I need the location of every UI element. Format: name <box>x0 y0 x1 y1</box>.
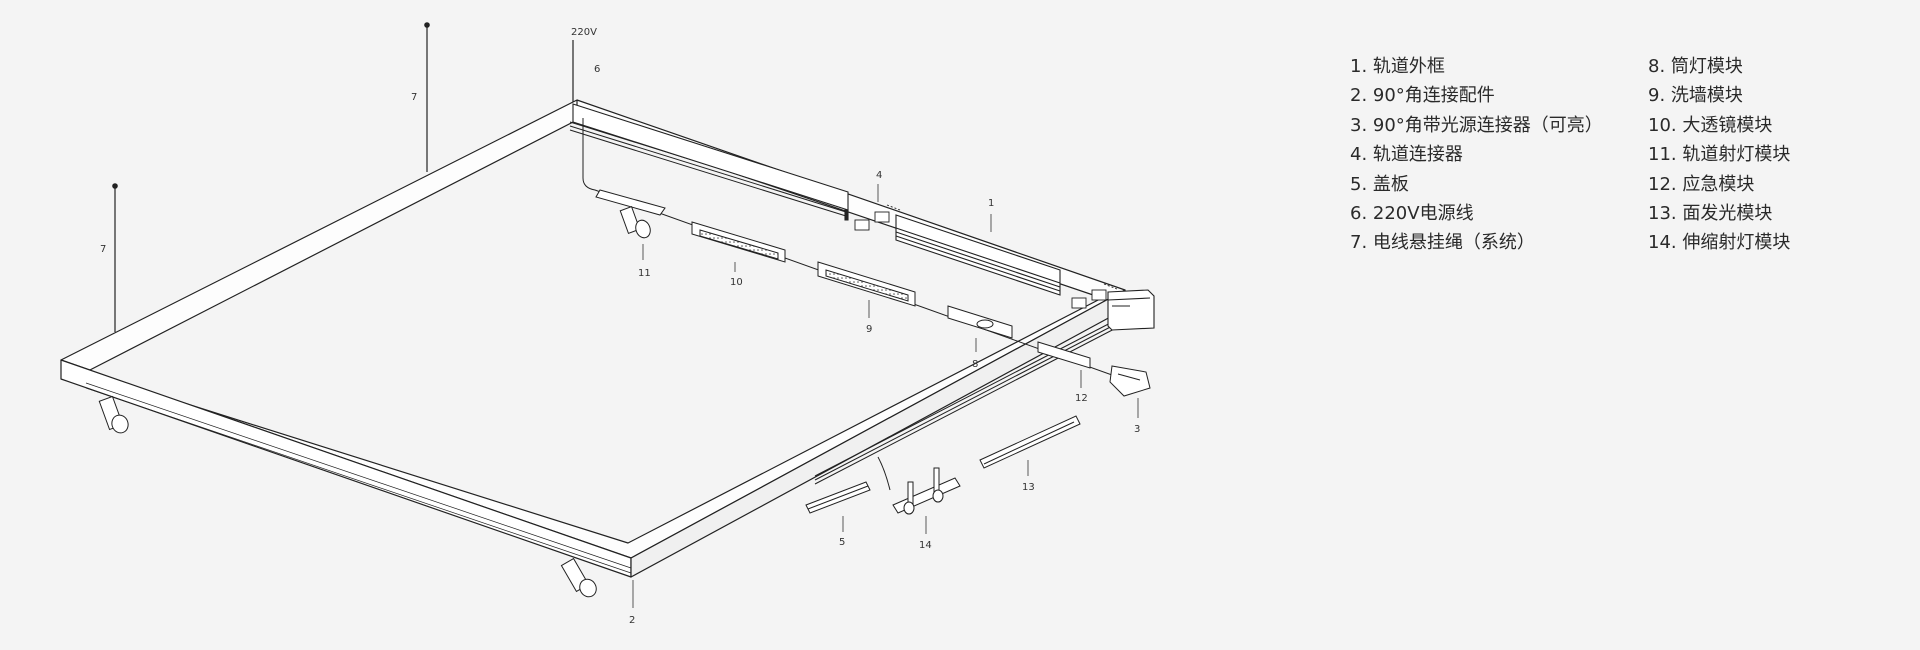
callout-9: 9 <box>866 324 872 335</box>
callout-14: 14 <box>919 540 932 551</box>
track-frame <box>60 99 1126 578</box>
module-9-wall-washer <box>817 261 916 307</box>
legend-item-7: 7. 电线悬挂绳（系统） <box>1350 232 1535 254</box>
callout-7-left: 7 <box>100 244 106 255</box>
track-connectors <box>854 204 1118 309</box>
callout-5: 5 <box>839 537 845 548</box>
legend-item-9: 9. 洗墙模块 <box>1648 85 1743 107</box>
callout-8: 8 <box>972 359 978 370</box>
callout-13: 13 <box>1022 482 1035 493</box>
legend-item-13: 13. 面发光模块 <box>1648 203 1773 225</box>
callout-4: 4 <box>876 170 882 181</box>
corner-connector <box>1107 289 1155 331</box>
legend-item-14: 14. 伸缩射灯模块 <box>1648 232 1791 254</box>
callout-3: 3 <box>1134 424 1140 435</box>
legend-item-6: 6. 220V电源线 <box>1350 203 1474 225</box>
module-11-track-spotlight <box>595 189 666 239</box>
callout-1: 1 <box>988 198 994 209</box>
module-3-corner-light <box>1109 365 1151 397</box>
parts-legend-right: 8. 筒灯模块 9. 洗墙模块 10. 大透镜模块 11. 轨道射灯模块 12.… <box>1648 52 1790 258</box>
legend-item-3: 3. 90°角带光源连接器（可亮） <box>1350 114 1603 136</box>
legend-item-12: 12. 应急模块 <box>1648 173 1755 195</box>
module-8-downlight <box>947 305 1013 339</box>
callout-12: 12 <box>1075 393 1088 404</box>
callout-11: 11 <box>638 268 651 279</box>
callout-2: 2 <box>629 615 635 626</box>
frame-spotlights <box>98 395 597 598</box>
legend-item-5: 5. 盖板 <box>1350 173 1409 195</box>
callout-6: 6 <box>594 64 600 75</box>
module-10-large-lens <box>691 221 786 263</box>
legend-item-8: 8. 筒灯模块 <box>1648 56 1743 77</box>
legend-item-1: 1. 轨道外框 <box>1350 56 1445 77</box>
leader-lines <box>632 184 1139 608</box>
legend-item-11: 11. 轨道射灯模块 <box>1648 144 1791 166</box>
module-14-telescopic-spotlights <box>892 467 961 515</box>
supply-voltage-label: 220V <box>571 27 597 38</box>
legend-item-2: 2. 90°角连接配件 <box>1350 85 1495 107</box>
module-12-emergency <box>1037 341 1091 369</box>
callout-10: 10 <box>730 277 743 288</box>
cover-plate-part-5 <box>805 481 871 514</box>
exploded-track-diagram: 220V 6 7 7 4 1 11 10 9 8 12 3 13 5 14 2 <box>60 22 1155 626</box>
legend-item-10: 10. 大透镜模块 <box>1648 114 1773 136</box>
internal-wiring <box>582 118 1127 491</box>
parts-legend-left: 1. 轨道外框 2. 90°角连接配件 3. 90°角带光源连接器（可亮） 4.… <box>1350 52 1603 258</box>
legend-item-4: 4. 轨道连接器 <box>1350 144 1463 166</box>
module-13-surface-light <box>979 415 1081 469</box>
callout-7-right: 7 <box>411 92 417 103</box>
track-segment-part-1 <box>572 103 1061 296</box>
